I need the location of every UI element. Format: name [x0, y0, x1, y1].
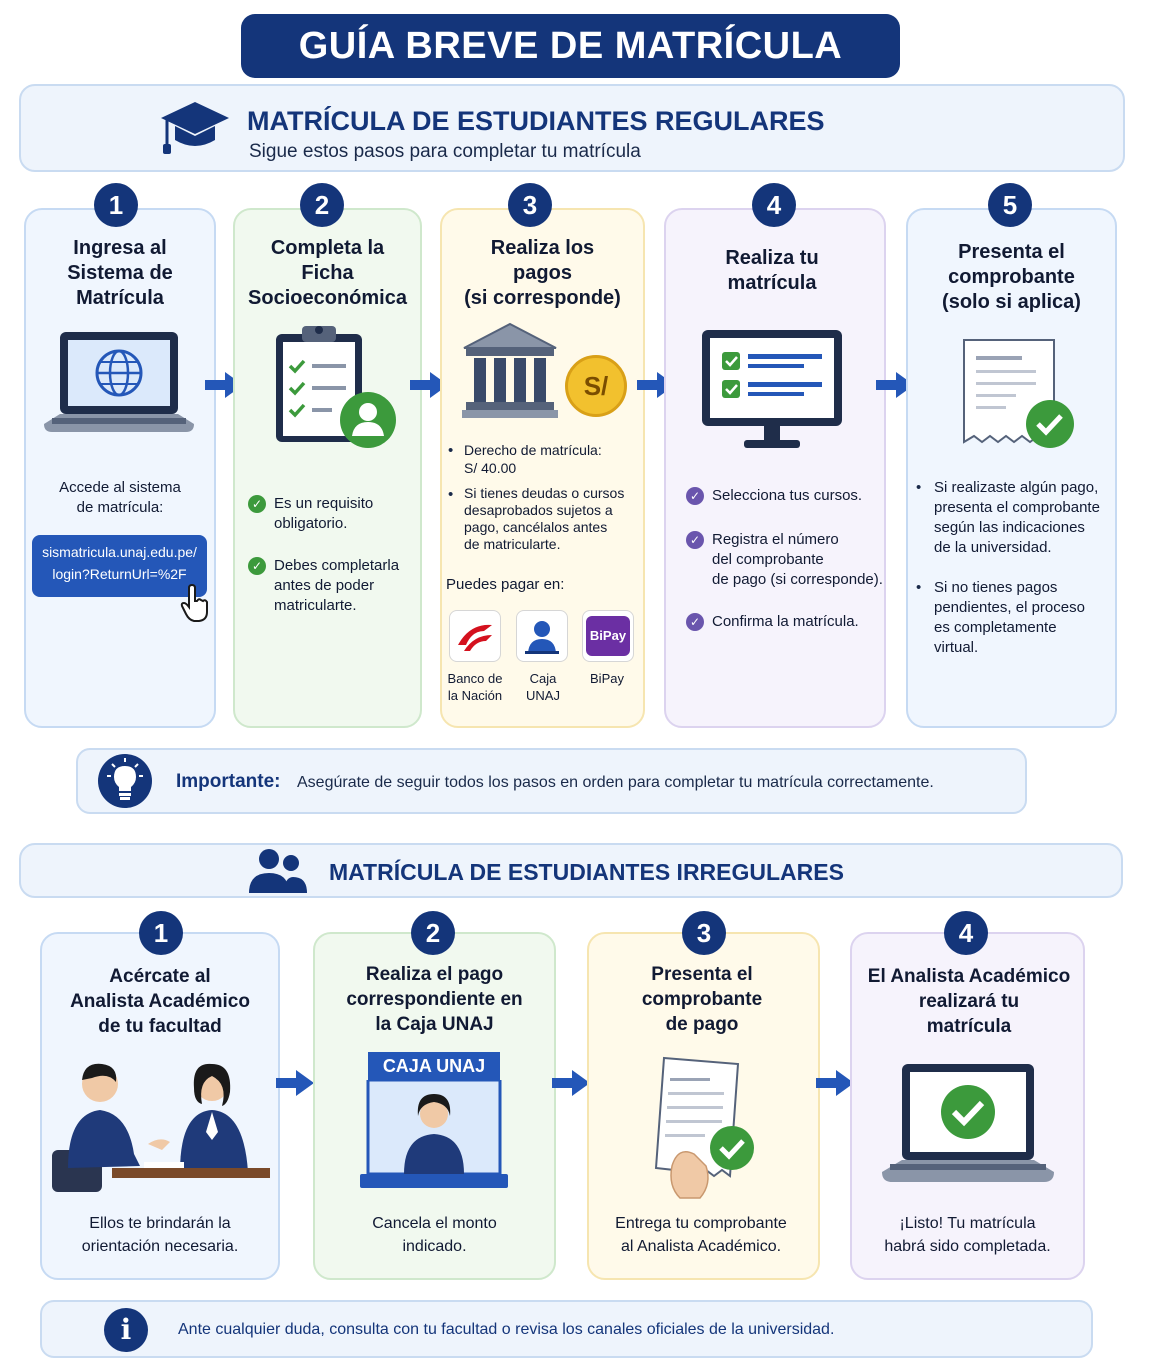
users-icon — [249, 849, 307, 893]
step-4-bullets: ✓ Selecciona tus cursos. ✓ Registra el n… — [686, 486, 886, 632]
hand-cursor-icon — [180, 584, 208, 622]
irregular-step-4-card — [850, 932, 1085, 1280]
list-item: • Derecho de matrícula:S/ 40.00 — [448, 442, 602, 476]
list-item: • Si realizaste algún pago,presenta el c… — [916, 479, 1100, 556]
bipay-logo: BiPay — [582, 610, 634, 662]
regular-section-header: MATRÍCULA DE ESTUDIANTES REGULARES Sigue… — [19, 84, 1125, 172]
list-item: ✓ Confirma la matrícula. — [686, 612, 886, 632]
step-title: Realiza tu matrícula — [725, 247, 819, 294]
step-title: Realiza el pago correspondiente en la Ca… — [346, 964, 523, 1035]
info-icon: i — [104, 1308, 148, 1352]
regular-section-subtitle: Sigue estos pasos para completar tu matr… — [249, 141, 641, 162]
regular-step-4-card — [664, 208, 886, 728]
check-icon: ✓ — [248, 557, 266, 575]
arrow-right-icon — [876, 372, 914, 398]
irregular-step-1-card — [40, 932, 280, 1280]
caja-unaj-sign: CAJA UNAJ — [368, 1052, 500, 1080]
regular-step-2-card — [233, 208, 422, 728]
arrow-right-icon — [552, 1070, 590, 1096]
step-title: Realiza los pagos (si corresponde) — [464, 237, 621, 309]
arrow-right-icon — [410, 372, 448, 398]
step-number-badge: 4 — [752, 183, 796, 227]
pay-heading: Puedes pagar en: — [446, 576, 565, 593]
laptop-check-icon — [882, 1064, 1054, 1182]
list-item: ✓ Selecciona tus cursos. — [686, 486, 886, 506]
step-title: Presenta el comprobante de pago — [641, 964, 763, 1035]
step-5-bullets: • Si realizaste algún pago,presenta el c… — [916, 478, 1114, 658]
caja-unaj-person-icon — [516, 610, 568, 662]
arrow-right-icon — [816, 1070, 854, 1096]
step-3-bullets: • Derecho de matrícula:S/ 40.00 • Si tie… — [448, 441, 640, 553]
step-number-badge: 3 — [508, 183, 552, 227]
irregular-section-title: MATRÍCULA DE ESTUDIANTES IRREGULARES — [329, 859, 844, 885]
regular-step-1-card — [24, 208, 216, 728]
step-number-badge: 2 — [300, 183, 344, 227]
bank-icon — [462, 322, 558, 418]
step-number-badge: 2 — [411, 911, 455, 955]
step-number-badge: 3 — [682, 911, 726, 955]
check-icon: ✓ — [686, 613, 704, 631]
hand-receipt-icon — [654, 1056, 754, 1199]
step-text: ¡Listo! Tu matrícula habrá sido completa… — [884, 1215, 1051, 1255]
regular-step-5-card — [906, 208, 1117, 728]
step-text: Entrega tu comprobante al Analista Acadé… — [615, 1215, 787, 1255]
check-icon: ✓ — [248, 495, 266, 513]
cashier-window-icon: CAJA UNAJ — [360, 1050, 508, 1190]
important-note: Importante: Asegúrate de seguir todos lo… — [76, 748, 1027, 814]
lightbulb-icon — [98, 754, 152, 808]
laptop-globe-icon — [44, 332, 194, 432]
important-text: Asegúrate de seguir todos los pasos en o… — [297, 774, 934, 791]
pay-option-label: BiPay — [590, 671, 624, 686]
step-number-badge: 5 — [988, 183, 1032, 227]
receipt-check-icon — [963, 339, 1074, 448]
banco-nacion-logo — [449, 610, 501, 662]
step-number-badge: 4 — [944, 911, 988, 955]
arrow-right-icon — [276, 1070, 314, 1096]
footer-note: i Ante cualquier duda, consulta con tu f… — [40, 1300, 1093, 1358]
irregular-section-header: MATRÍCULA DE ESTUDIANTES IRREGULARES — [19, 843, 1123, 898]
step-title: El Analista Académico realizará tu matrí… — [867, 966, 1071, 1037]
page-title: GUÍA BREVE DE MATRÍCULA — [241, 14, 900, 78]
footer-text: Ante cualquier duda, consulta con tu fac… — [178, 1321, 835, 1338]
step-number-badge: 1 — [94, 183, 138, 227]
check-icon: ✓ — [686, 487, 704, 505]
matricula-system-link[interactable]: sismatricula.unaj.edu.pe/ login?ReturnUr… — [32, 535, 207, 597]
important-label: Importante: — [176, 771, 281, 792]
step-number-badge: 1 — [139, 911, 183, 955]
step-title: Completa la Ficha Socioeconómica — [248, 237, 407, 309]
step-text: Ellos te brindarán la orientación necesa… — [81, 1215, 239, 1255]
meeting-people-icon — [52, 1063, 270, 1192]
step-1-text: Accede al sistema de matrícula: — [59, 479, 181, 516]
step-title: Acércate al Analista Académico de tu fac… — [70, 966, 250, 1037]
regular-section-title: MATRÍCULA DE ESTUDIANTES REGULARES — [247, 106, 825, 136]
step-text: Cancela el monto indicado. — [372, 1215, 497, 1255]
monitor-checklist-icon — [702, 330, 842, 448]
graduation-cap-icon — [161, 102, 229, 154]
check-icon: ✓ — [686, 531, 704, 549]
clipboard-checklist-icon — [276, 326, 396, 448]
step-title: Presenta el comprobante (solo si aplica) — [942, 241, 1081, 313]
step-title: Ingresa al Sistema de Matrícula — [67, 237, 173, 309]
coin-icon: S/ — [565, 355, 627, 417]
